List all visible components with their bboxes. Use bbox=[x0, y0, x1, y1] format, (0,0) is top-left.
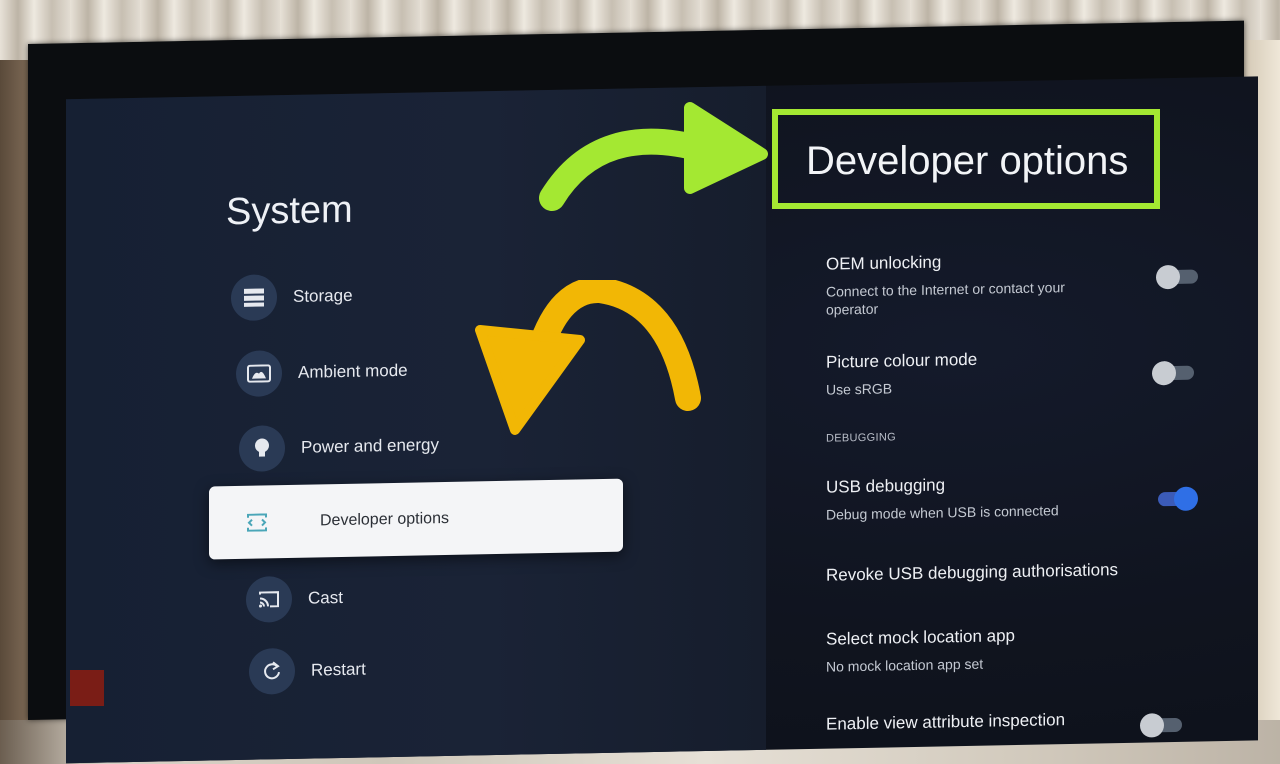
menu-item-restart[interactable]: Restart bbox=[249, 644, 366, 698]
oem-unlocking-toggle[interactable] bbox=[1156, 264, 1198, 290]
menu-item-power-energy[interactable]: Power and energy bbox=[239, 419, 439, 475]
option-subtitle: Connect to the Internet or contact your … bbox=[826, 279, 1065, 318]
developer-options-icon bbox=[234, 499, 280, 546]
restart-icon bbox=[249, 647, 295, 695]
option-subtitle: Debug mode when USB is connected bbox=[826, 502, 1059, 523]
cast-icon bbox=[246, 575, 292, 623]
tv-bezel: System Storage Ambient mode Power and en… bbox=[28, 20, 1258, 764]
tv-screen: System Storage Ambient mode Power and en… bbox=[66, 76, 1258, 764]
toggle-knob bbox=[1174, 486, 1198, 511]
option-subtitle: No mock location app set bbox=[826, 655, 984, 675]
menu-label: Storage bbox=[293, 285, 353, 306]
toggle-knob bbox=[1140, 713, 1164, 738]
toggle-knob bbox=[1156, 264, 1180, 290]
picture-colour-mode-toggle[interactable] bbox=[1152, 360, 1194, 386]
panel-title: Developer options bbox=[806, 139, 1129, 183]
option-subtitle: Use sRGB bbox=[826, 380, 893, 398]
menu-label: Ambient mode bbox=[298, 360, 408, 382]
menu-item-developer-options[interactable]: Developer options bbox=[209, 478, 623, 560]
option-oem-unlocking[interactable]: OEM unlocking Connect to the Internet or… bbox=[826, 249, 1106, 318]
section-debugging: DEBUGGING bbox=[826, 431, 896, 445]
lightbulb-icon bbox=[239, 425, 285, 472]
option-title: USB debugging bbox=[826, 475, 946, 497]
page-title: System bbox=[226, 188, 353, 234]
ambient-mode-icon bbox=[236, 350, 282, 398]
option-title: Picture colour mode bbox=[826, 349, 978, 372]
menu-label: Power and energy bbox=[301, 435, 439, 457]
green-arrow-icon bbox=[539, 102, 768, 211]
option-mock-location-app[interactable]: Select mock location app No mock locatio… bbox=[826, 624, 1106, 675]
yellow-arrow-icon bbox=[475, 280, 701, 435]
menu-label: Restart bbox=[311, 659, 366, 680]
menu-item-ambient-mode[interactable]: Ambient mode bbox=[236, 345, 408, 400]
usb-debugging-toggle[interactable] bbox=[1158, 486, 1198, 511]
menu-item-storage[interactable]: Storage bbox=[231, 270, 353, 324]
option-title: Enable view attribute inspection bbox=[826, 710, 1066, 734]
option-title: Revoke USB debugging authorisations bbox=[826, 560, 1119, 585]
menu-label: Cast bbox=[308, 587, 343, 608]
option-usb-debugging[interactable]: USB debugging Debug mode when USB is con… bbox=[826, 472, 1106, 523]
option-picture-colour-mode[interactable]: Picture colour mode Use sRGB bbox=[826, 347, 1106, 398]
sticker bbox=[70, 670, 104, 706]
highlight-box bbox=[772, 109, 1160, 209]
menu-item-cast[interactable]: Cast bbox=[246, 572, 343, 626]
view-attribute-inspection-toggle[interactable] bbox=[1140, 713, 1182, 738]
storage-icon bbox=[231, 274, 277, 322]
menu-label: Developer options bbox=[320, 509, 449, 529]
option-view-attribute-inspection[interactable]: Enable view attribute inspection bbox=[826, 710, 1065, 735]
toggle-knob bbox=[1152, 360, 1176, 386]
option-revoke-usb-authorisations[interactable]: Revoke USB debugging authorisations bbox=[826, 560, 1118, 586]
option-title: Select mock location app bbox=[826, 626, 1015, 649]
option-title: OEM unlocking bbox=[826, 252, 942, 274]
